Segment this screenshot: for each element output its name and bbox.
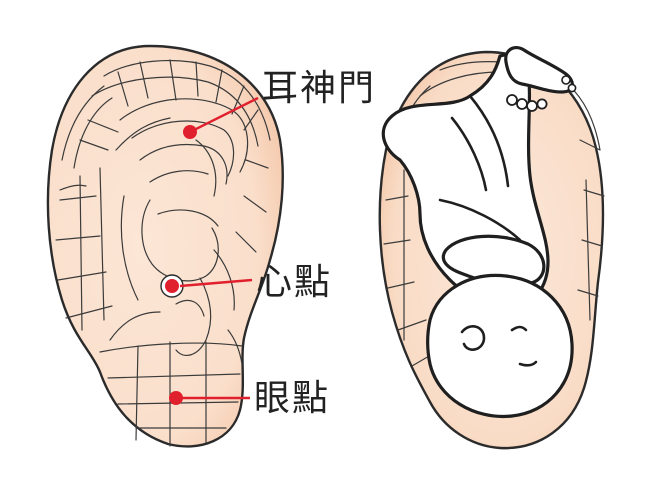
- label-heart: 心點: [256, 262, 332, 303]
- shenmen-marker: [183, 96, 259, 139]
- label-shenmen: 耳神門: [262, 68, 376, 109]
- fetus-head: [426, 273, 574, 419]
- left-ear: [46, 44, 284, 448]
- helix-rim: [103, 59, 271, 141]
- right-ear: [378, 46, 605, 450]
- heart-marker: [160, 274, 253, 298]
- label-eye: 眼點: [254, 378, 330, 419]
- fetus-figure: [381, 46, 577, 419]
- eye-marker: [169, 391, 250, 405]
- antihelix: [119, 98, 249, 173]
- fetus-arm: [441, 234, 546, 288]
- fetus-hand: [506, 94, 548, 112]
- left-ear-outline: [46, 44, 284, 448]
